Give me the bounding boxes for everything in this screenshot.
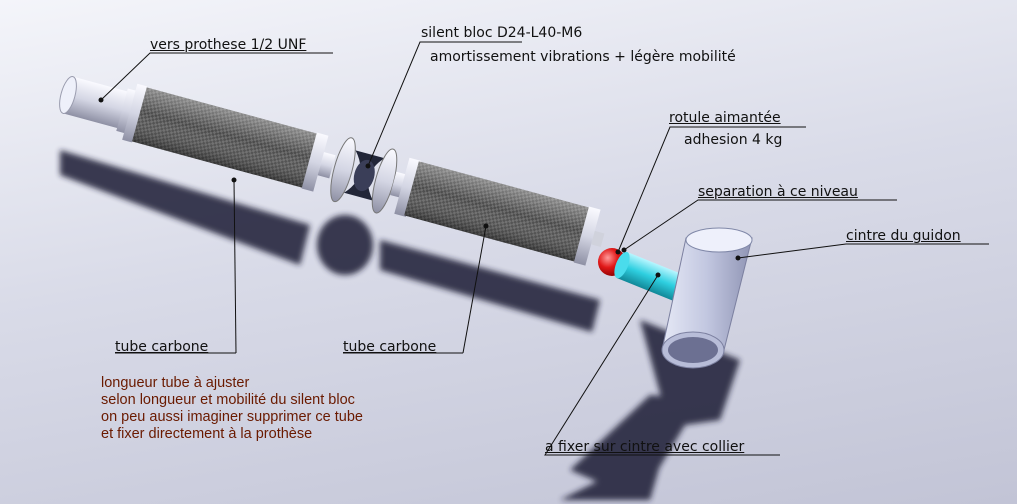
note-line: longueur tube à ajuster [101, 375, 250, 391]
label-tube-carbone-left: tube carbone [115, 339, 209, 355]
cintre-cylinder [661, 227, 753, 369]
carbon-tube-right [394, 157, 605, 266]
label-rotule-aimantee: rotule aimantée [669, 110, 781, 126]
label-amortissement: amortissement vibrations + légère mobili… [430, 49, 736, 65]
note-line: selon longueur et mobilité du silent blo… [101, 392, 355, 408]
note-line: on peu aussi imaginer supprimer ce tube [101, 409, 363, 425]
cyan-connector [614, 251, 685, 302]
note-block: longueur tube à ajuster selon longueur e… [101, 375, 363, 443]
leader-dots [98, 97, 741, 278]
label-a-fixer: a fixer sur cintre avec collier [545, 439, 745, 455]
label-vers-prothese: vers prothese 1/2 UNF [150, 37, 307, 53]
label-adhesion: adhesion 4 kg [684, 132, 783, 148]
silent-bloc [330, 137, 407, 214]
tube-assembly [59, 76, 605, 266]
label-tube-carbone-right: tube carbone [343, 339, 437, 355]
leader-lines [100, 41, 989, 456]
carbon-tube-left [122, 83, 336, 192]
label-cintre-du-guidon: cintre du guidon [846, 228, 961, 244]
label-separation: separation à ce niveau [698, 184, 858, 200]
note-line: et fixer directement à la prothèse [101, 426, 313, 442]
label-silent-bloc: silent bloc D24-L40-M6 [421, 25, 583, 41]
